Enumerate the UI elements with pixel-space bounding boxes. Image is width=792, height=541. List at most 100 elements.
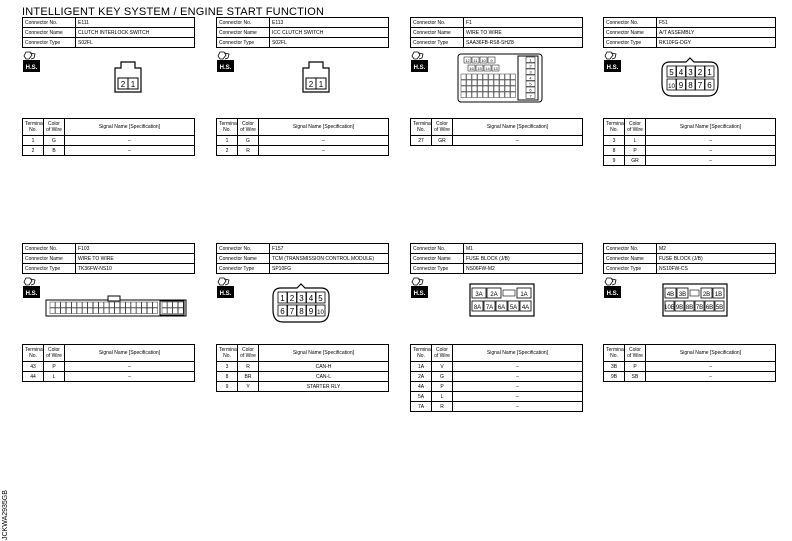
- connector-type-label: Connector Type: [216, 263, 270, 274]
- connector-name-value: WIRE TO WIRE: [463, 27, 583, 38]
- pin-label: 1A: [520, 292, 527, 298]
- connector-name-label: Connector Name: [216, 27, 270, 38]
- pin-label: 7A: [486, 305, 493, 311]
- connector-name-value: FUSE BLOCK (J/B): [463, 253, 583, 264]
- pin-label: 8A: [474, 305, 481, 311]
- connector-type-label: Connector Type: [22, 37, 76, 48]
- pin-label: 9B: [676, 305, 683, 311]
- connector-name-label: Connector Name: [603, 27, 657, 38]
- connector-type-value: RK10FG-DGY: [656, 37, 776, 48]
- connector-type-value: SP10FG: [269, 263, 389, 274]
- connector-name-value: WIRE TO WIRE: [75, 253, 195, 264]
- pin-label: 10: [668, 84, 675, 90]
- column-header: Signal Name [Specification]: [452, 344, 583, 362]
- pin-label: 2: [529, 64, 532, 69]
- pin-label: 3B: [679, 292, 686, 298]
- pin-label: 3: [529, 70, 532, 75]
- pin-label: 7: [290, 307, 295, 316]
- connector-name-value: CLUTCH INTERLOCK SWITCH: [75, 27, 195, 38]
- connector-type-label: Connector Type: [22, 263, 76, 274]
- pin-label: 2: [290, 294, 295, 303]
- table-cell: GR: [431, 135, 453, 146]
- column-header: Signal Name [Specification]: [64, 344, 195, 362]
- connector-type-label: Connector Type: [216, 37, 270, 48]
- pin-label: 1: [529, 58, 532, 63]
- connector-no-label: Connector No.: [603, 243, 657, 254]
- harness-side-icon: [411, 51, 428, 72]
- pin-label: 4: [309, 294, 314, 303]
- table-cell: 8: [603, 145, 625, 156]
- pin-label: 1: [280, 294, 285, 303]
- table-cell: –: [64, 371, 195, 382]
- column-header: Color of Wire: [431, 344, 453, 362]
- table-cell: R: [237, 145, 259, 156]
- connector-name-label: Connector Name: [22, 27, 76, 38]
- column-header: Color of Wire: [237, 344, 259, 362]
- pin-label: 8: [299, 307, 304, 316]
- table-cell: –: [645, 155, 776, 166]
- table-cell: 9: [603, 155, 625, 166]
- connector-no-value: M1: [463, 243, 583, 254]
- pin-label: 1: [707, 68, 712, 77]
- table-cell: B: [43, 145, 65, 156]
- column-header: Terminal No.: [22, 118, 44, 136]
- column-header: Terminal No.: [603, 344, 625, 362]
- table-cell: L: [624, 135, 646, 146]
- connector-name-value: TCM (TRANSMISSION CONTROL MODULE): [269, 253, 389, 264]
- table-cell: –: [452, 135, 583, 146]
- harness-side-icon: [604, 277, 621, 298]
- connector-type-value: S02FL: [75, 37, 195, 48]
- table-cell: G: [431, 371, 453, 382]
- page-title: INTELLIGENT KEY SYSTEM / ENGINE START FU…: [22, 6, 325, 18]
- pin-label: 16: [469, 66, 474, 71]
- pin-label: 4B: [667, 292, 674, 298]
- column-header: Terminal No.: [410, 344, 432, 362]
- pin-label: 6: [280, 307, 285, 316]
- connector-diagram: [22, 274, 195, 344]
- pin-label: 1: [131, 80, 136, 89]
- connector-name-label: Connector Name: [410, 253, 464, 264]
- column-header: Color of Wire: [43, 344, 65, 362]
- connector-type-value: TK36FW-NS10: [75, 263, 195, 274]
- pin-label: 9: [679, 81, 684, 90]
- table-cell: 1: [216, 135, 238, 146]
- pin-label: 9: [490, 58, 493, 63]
- pin-label: 5: [529, 82, 532, 87]
- table-cell: 27: [410, 135, 432, 146]
- pin-label: 2B: [703, 292, 710, 298]
- connector-face: [45, 295, 187, 317]
- pin-label: 5B: [716, 305, 723, 311]
- table-cell: –: [452, 401, 583, 412]
- table-cell: G: [43, 135, 65, 146]
- connector-type-value: NS06FW-M2: [463, 263, 583, 274]
- table-cell: –: [64, 361, 195, 372]
- table-cell: 1A: [410, 361, 432, 372]
